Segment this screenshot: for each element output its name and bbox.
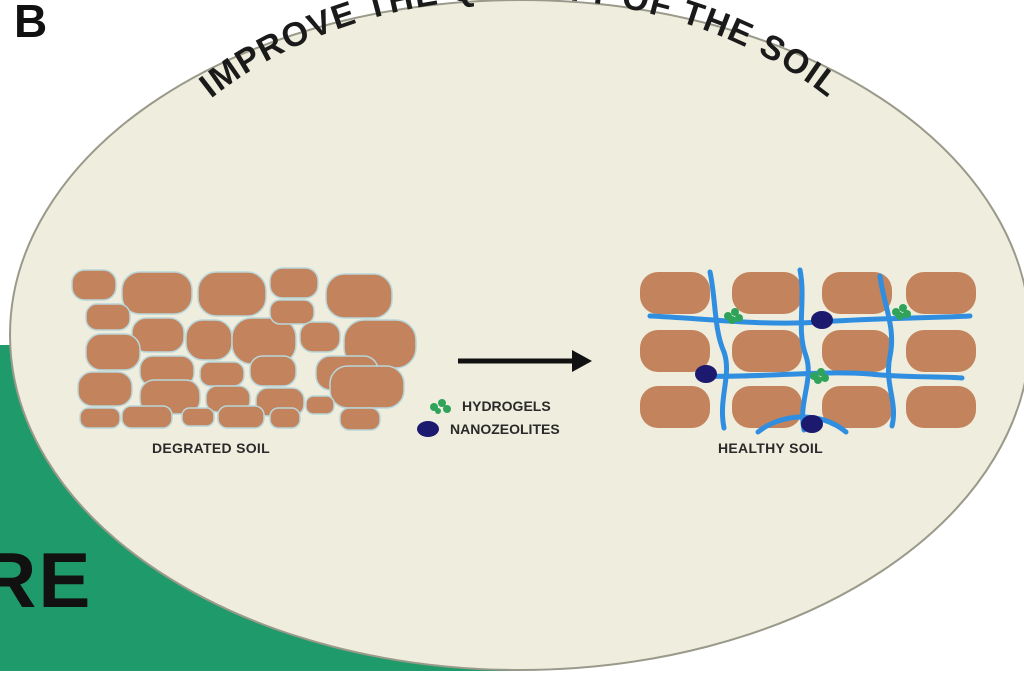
nanozeolite-particle bbox=[695, 365, 717, 383]
hydrogel-cluster bbox=[810, 368, 829, 384]
degraded-soil-particle bbox=[305, 395, 335, 415]
water-channel bbox=[697, 370, 965, 381]
cropped-side-text: RE bbox=[0, 536, 93, 624]
degraded-soil-particle bbox=[329, 365, 405, 409]
healthy-soil-particle bbox=[906, 386, 976, 428]
hydrogel-legend-icon bbox=[430, 399, 451, 414]
degraded-soil-particle bbox=[249, 355, 297, 387]
nanozeolite-legend-icon bbox=[417, 421, 439, 437]
degraded-soil-particle bbox=[77, 371, 133, 407]
degraded-soil-particle bbox=[339, 407, 381, 431]
degraded-soil-particle bbox=[85, 333, 141, 371]
legend-hydrogels-label: HYDROGELS bbox=[462, 398, 551, 414]
healthy-soil-label: HEALTHY SOIL bbox=[718, 440, 823, 456]
legend-nanozeolites: NANOZEOLITES bbox=[450, 421, 560, 437]
degraded-soil-particle bbox=[121, 405, 173, 429]
healthy-soil-particle bbox=[640, 330, 710, 372]
degraded-soil-particle bbox=[121, 271, 193, 315]
degraded-soil-label: DEGRATED SOIL bbox=[152, 440, 270, 456]
degraded-soil-particle bbox=[299, 321, 341, 353]
hydrogel-cluster bbox=[892, 304, 911, 320]
degraded-soil-aggregate bbox=[71, 267, 417, 431]
healthy-soil-particle bbox=[822, 272, 892, 314]
healthy-soil-particle bbox=[906, 330, 976, 372]
nanozeolite-particle bbox=[811, 311, 833, 329]
water-channel bbox=[797, 267, 811, 433]
degraded-soil-particle bbox=[199, 361, 245, 387]
degraded-soil-particle bbox=[269, 407, 301, 429]
degraded-soil-particle bbox=[181, 407, 215, 427]
degraded-soil-particle bbox=[71, 269, 117, 301]
degraded-soil-particle bbox=[185, 319, 233, 361]
degraded-soil-particle bbox=[197, 271, 267, 317]
transition-arrow bbox=[458, 350, 592, 372]
water-channel bbox=[707, 269, 729, 431]
degraded-soil-particle bbox=[85, 303, 131, 331]
healthy-soil-particle bbox=[732, 386, 802, 428]
healthy-soil-particle bbox=[822, 330, 892, 372]
healthy-soil-particle bbox=[906, 272, 976, 314]
degraded-soil-particle bbox=[269, 299, 315, 325]
healthy-soil-particle bbox=[732, 272, 802, 314]
soil-quality-circle bbox=[9, 0, 1024, 671]
healthy-soil-particle bbox=[640, 272, 710, 314]
degraded-soil-particle bbox=[325, 273, 393, 319]
degraded-soil-particle bbox=[269, 267, 319, 299]
healthy-soil-aggregate bbox=[640, 267, 976, 435]
healthy-soil-particle bbox=[640, 386, 710, 428]
healthy-soil-particle bbox=[732, 330, 802, 372]
nanozeolite-particle bbox=[801, 415, 823, 433]
water-channel bbox=[755, 414, 849, 435]
legend-nanozeolites-label: NANOZEOLITES bbox=[450, 421, 560, 437]
legend-hydrogels: HYDROGELS bbox=[462, 398, 551, 414]
degraded-soil-particle bbox=[217, 405, 265, 429]
panel-letter: B bbox=[14, 0, 48, 47]
healthy-soil-particle bbox=[822, 386, 892, 428]
water-channel bbox=[877, 273, 896, 429]
degraded-soil-particle bbox=[79, 407, 121, 429]
hydrogel-cluster bbox=[724, 308, 743, 324]
